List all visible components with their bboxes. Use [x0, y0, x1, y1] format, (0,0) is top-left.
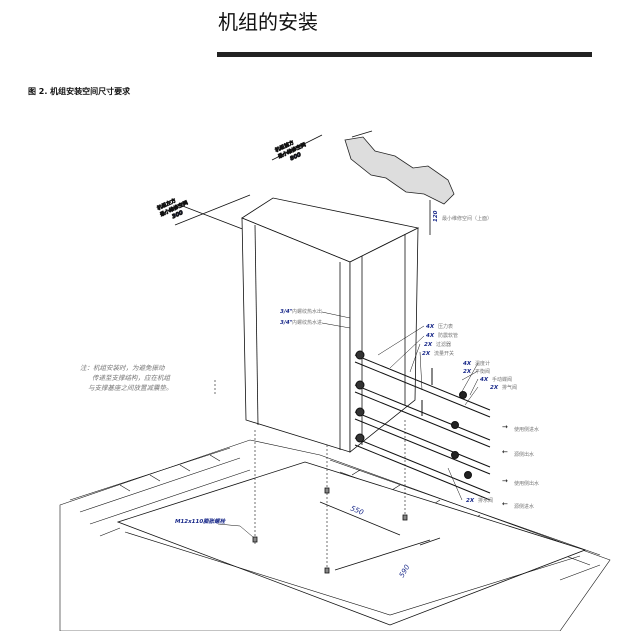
- heat-pump-unit: [241, 197, 420, 453]
- water-outlet-size: 3/4": [280, 309, 293, 315]
- concrete-base-slab: [116, 461, 587, 626]
- callout-label: 压力表: [438, 323, 453, 330]
- page-title: 机组的安装: [218, 10, 318, 34]
- callout-label: 温度计: [475, 360, 490, 367]
- callout-label: 平衡阀: [475, 368, 490, 375]
- note-line: 传递至支撑结构，应在机组: [92, 374, 171, 382]
- callout-qty: 4X: [463, 361, 472, 367]
- flow-label: 使用侧出水: [514, 480, 539, 487]
- title-underline-bar: [217, 52, 592, 57]
- anchor-bolts: [252, 487, 408, 574]
- pipe-assembly: [354, 350, 491, 501]
- ceiling-rubble: [344, 136, 455, 205]
- top-clearance-value: 120: [433, 210, 439, 222]
- callout-qty: 4X: [480, 377, 489, 383]
- callout-label: 过滤器: [436, 341, 451, 348]
- svg-text:←: ←: [502, 500, 508, 508]
- left-clearance-value: 300: [171, 210, 184, 220]
- callout-label: 手动蝶阀: [492, 376, 512, 383]
- callout-qty: 2X: [466, 498, 475, 504]
- svg-text:→: →: [502, 423, 508, 431]
- flow-label: 源侧进水: [514, 503, 534, 510]
- water-outlet-label: 内螺纹热水出: [292, 308, 322, 315]
- callout-qty: 4X: [426, 324, 435, 330]
- note-line: 注：机组安装时，为避免振动: [80, 364, 166, 372]
- figure-caption: 图 2. 机组安装空间尺寸要求: [28, 87, 131, 96]
- top-clearance-label: 最小维修空间（上面）: [442, 215, 492, 222]
- front-clearance-value: 800: [289, 152, 302, 162]
- callout-label: 流量开关: [434, 350, 454, 357]
- callout-label: 防震软管: [438, 332, 458, 339]
- callout-label: 排水阀: [478, 497, 493, 504]
- flow-label: 使用侧进水: [514, 426, 539, 433]
- svg-text:←: ←: [502, 448, 508, 456]
- water-inlet-label: 内螺纹热水进: [292, 319, 322, 326]
- callout-qty: 2X: [490, 385, 499, 391]
- callout-qty: 4X: [426, 333, 435, 339]
- callout-qty: 2X: [424, 342, 433, 348]
- callout-label: 排气阀: [502, 384, 517, 391]
- svg-text:→: →: [502, 477, 508, 485]
- note-line: 与支撑基座之间放置减震垫。: [88, 384, 173, 392]
- bolt-label: M12x110膨胀螺栓: [175, 518, 227, 525]
- water-inlet-size: 3/4": [280, 320, 293, 326]
- flow-label: 源侧出水: [514, 451, 534, 458]
- callout-qty: 2X: [422, 351, 431, 357]
- callout-qty: 2X: [463, 369, 472, 375]
